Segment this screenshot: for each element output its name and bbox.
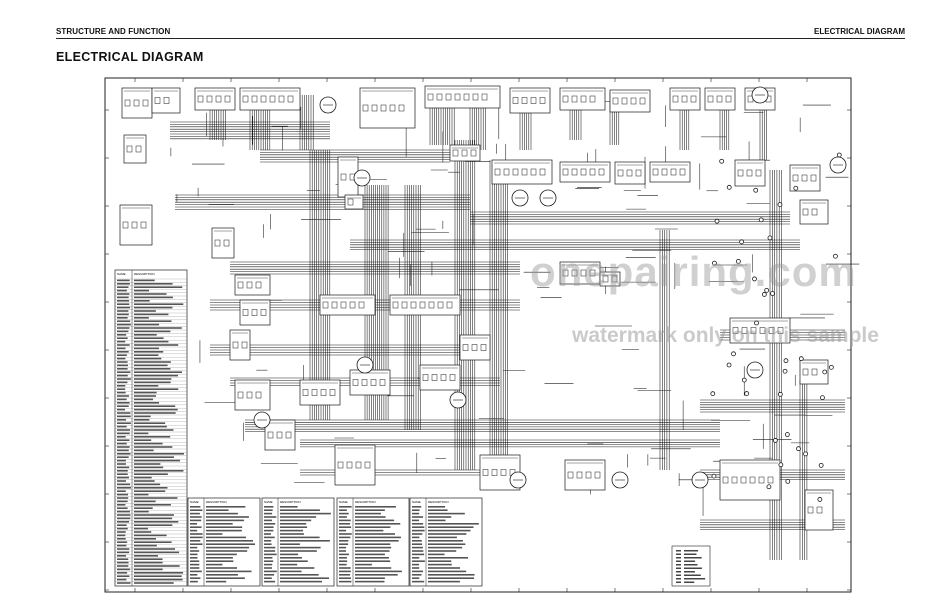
components xyxy=(119,85,834,531)
terminal-symbol xyxy=(820,395,825,401)
legend-bottom-name-header: NAME xyxy=(339,500,348,504)
watermark-notice: watermark only on this sample xyxy=(572,324,879,347)
terminal-symbol xyxy=(714,218,720,224)
diagram-frame xyxy=(104,77,852,593)
terminal-symbol xyxy=(822,369,828,375)
legend-left-desc-header: DESCRIPTION xyxy=(134,272,155,276)
terminal-symbol xyxy=(712,260,717,266)
wire-color-legend xyxy=(671,545,711,587)
connectors xyxy=(253,86,847,502)
component-box xyxy=(649,161,691,183)
terminal-symbol xyxy=(731,351,736,357)
terminal-symbol xyxy=(719,158,725,164)
terminal-symbol xyxy=(754,320,759,326)
terminal-symbol xyxy=(828,364,834,370)
terminal-symbol xyxy=(793,185,799,191)
terminal-symbol xyxy=(784,432,790,437)
frame-ticks xyxy=(105,78,851,592)
terminal-symbol xyxy=(766,484,772,490)
terminal-symbol xyxy=(739,239,745,245)
component-box xyxy=(424,85,501,109)
header-rule xyxy=(56,38,905,39)
terminal-symbol xyxy=(798,356,804,362)
legend-bottom-name-header: NAME xyxy=(264,500,273,504)
terminal-symbol xyxy=(783,358,789,364)
terminal-symbol xyxy=(803,451,808,457)
legend-bottom-desc-header: DESCRIPTION xyxy=(428,500,449,504)
component-box xyxy=(319,294,376,316)
terminal-symbol xyxy=(744,391,750,396)
watermark-url: onepairing.com xyxy=(530,248,857,295)
terminal-symbol xyxy=(767,235,773,241)
legend-bottom-desc-header: DESCRIPTION xyxy=(355,500,376,504)
terminal-symbol xyxy=(758,217,764,223)
terminal-symbol xyxy=(726,184,732,190)
legend-bottom-desc-header: DESCRIPTION xyxy=(206,500,227,504)
legend-bottom-name-header: NAME xyxy=(190,500,199,504)
terminal-symbol xyxy=(817,497,823,502)
component-box xyxy=(211,227,235,259)
legend-tables-bottom: NAME DESCRIPTION NAME DESCRIPTION NAME DESCRI… xyxy=(187,497,483,587)
section-header: STRUCTURE AND FUNCTION xyxy=(56,27,171,36)
component-box xyxy=(123,134,147,164)
terminal-symbol xyxy=(753,187,759,193)
component-box xyxy=(359,87,416,129)
terminal-symbol xyxy=(777,391,783,397)
component-box xyxy=(229,329,251,361)
terminal-symbol xyxy=(796,446,801,452)
terminal-symbol xyxy=(711,473,717,479)
component-box xyxy=(234,274,271,296)
legend-left-name-header: NAME xyxy=(117,272,126,276)
terminal-symbol xyxy=(761,292,767,297)
component-box xyxy=(609,89,651,113)
terminal-symbol xyxy=(710,391,716,397)
terminal-symbol xyxy=(741,377,747,383)
terminal-symbol xyxy=(770,291,775,296)
legend-bottom-desc-header: DESCRIPTION xyxy=(280,500,301,504)
component-box xyxy=(194,87,236,111)
component-box xyxy=(344,194,364,210)
terminal-symbol xyxy=(833,253,838,259)
terminal-symbol xyxy=(782,368,788,374)
terminal-symbol xyxy=(777,202,783,207)
terminal-symbol xyxy=(735,258,741,264)
terminal-symbol xyxy=(785,478,791,484)
terminal-symbol xyxy=(772,438,778,443)
legend-bottom-name-header: NAME xyxy=(412,500,421,504)
terminal-symbol xyxy=(752,276,757,282)
chapter-header: ELECTRICAL DIAGRAM xyxy=(814,27,905,36)
legend-table-left: NAME DESCRIPTION xyxy=(114,269,188,587)
terminal-symbol xyxy=(778,462,784,468)
component-box xyxy=(599,271,621,287)
terminal-symbol xyxy=(764,287,770,293)
terminal-symbol xyxy=(726,362,732,368)
page-title: ELECTRICAL DIAGRAM xyxy=(56,50,204,64)
terminal-symbol xyxy=(836,152,842,158)
terminal-symbol xyxy=(818,462,824,468)
